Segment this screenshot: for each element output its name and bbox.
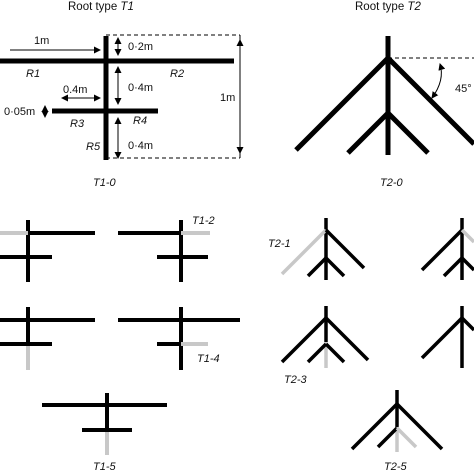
caption-t2-5: T2-5 bbox=[384, 461, 408, 473]
caption-t2-1: T2-1 bbox=[268, 238, 291, 250]
caption-t2-3: T2-3 bbox=[284, 374, 308, 386]
t2-angle-arrow bbox=[431, 63, 446, 99]
dim-label-0-4m-upper: 0·4m bbox=[128, 82, 153, 94]
t2-variant-t2-3: T2-3 bbox=[280, 306, 370, 386]
t2-lower-left-root bbox=[346, 111, 390, 155]
t2-variant-2 bbox=[420, 218, 474, 280]
t2-variant-t2-5: T2-5 bbox=[350, 390, 444, 473]
caption-t1-0: T1-0 bbox=[93, 177, 117, 189]
caption-t1-4: T1-4 bbox=[197, 353, 220, 365]
dim-label-0-4m-horizontal: 0.4m bbox=[63, 84, 87, 96]
caption-t2-0: T2-0 bbox=[380, 177, 404, 189]
t2-upper-right-root bbox=[386, 56, 474, 146]
caption-t1-5: T1-5 bbox=[93, 461, 117, 473]
dim-label-0-05m: 0·05m bbox=[4, 106, 35, 118]
t2-variant-4 bbox=[420, 306, 474, 368]
root-label-r4: R4 bbox=[133, 115, 147, 127]
root-label-r1: R1 bbox=[26, 68, 40, 80]
t1-variant-3 bbox=[0, 307, 95, 370]
root-label-r5: R5 bbox=[86, 141, 101, 153]
t2-upper-left-root bbox=[294, 56, 390, 152]
root-label-r3: R3 bbox=[70, 118, 85, 130]
title-root-type-t1: Root type T1 bbox=[68, 1, 134, 13]
root-label-r2: R2 bbox=[170, 68, 184, 80]
dim-label-1m-side: 1m bbox=[220, 92, 235, 104]
t1-variant-t1-4: T1-4 bbox=[118, 307, 240, 370]
caption-t1-2: T1-2 bbox=[192, 215, 215, 227]
title-root-type-t2: Root type T2 bbox=[355, 1, 421, 13]
t1-variant-t1-5: T1-5 bbox=[42, 393, 167, 473]
t2-0-diagram: 45° T2-0 bbox=[294, 36, 474, 189]
dim-label-1m-top: 1m bbox=[34, 35, 49, 47]
t1-0-diagram: 1m 0·2m 0·4m 0.4m 0·05m 0·4m 1m R1 R2 R3… bbox=[0, 34, 244, 189]
t2-lower-right-root bbox=[386, 111, 430, 155]
t2-variant-t2-1: T2-1 bbox=[268, 218, 366, 280]
t2-angle-label: 45° bbox=[455, 83, 472, 95]
dim-label-0-2m: 0·2m bbox=[128, 41, 153, 53]
dim-label-0-4m-lower: 0·4m bbox=[128, 140, 153, 152]
t1-variant-1 bbox=[0, 220, 95, 282]
t1-variant-t1-2: T1-2 bbox=[118, 215, 215, 282]
